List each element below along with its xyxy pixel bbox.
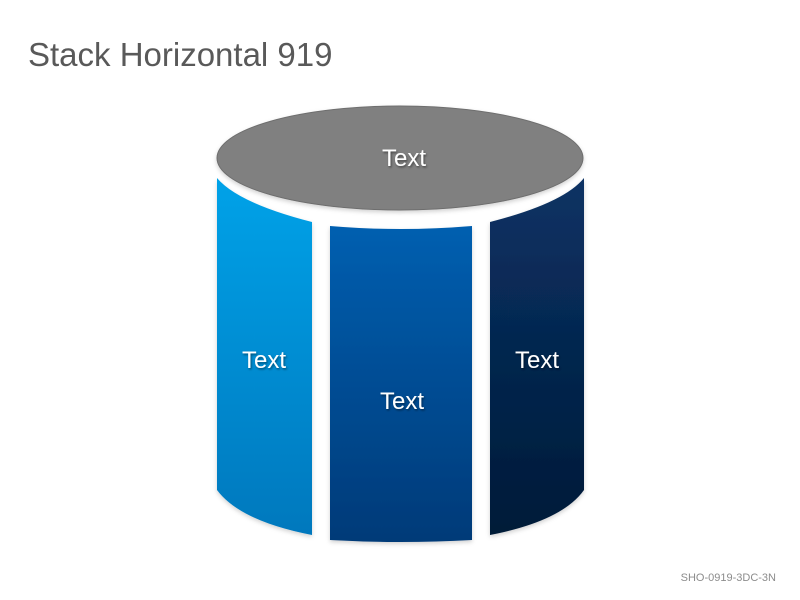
cylinder-lid-shape	[216, 105, 584, 211]
segment-left-label: Text	[242, 347, 286, 374]
segment-middle-shape	[330, 226, 472, 542]
cylinder-lid: Text	[216, 105, 584, 211]
segment-right: Text	[490, 178, 584, 535]
slide-title: Stack Horizontal 919	[28, 36, 333, 73]
footer-code: SHO-0919-3DC-3N	[680, 572, 776, 584]
segment-middle-label: Text	[380, 388, 424, 415]
segment-middle: Text	[330, 226, 472, 542]
segment-right-shape	[490, 178, 584, 535]
segment-right-label: Text	[515, 347, 559, 374]
segment-left-shape	[217, 178, 312, 535]
cylinder-lid-label: Text	[382, 145, 426, 172]
segment-left: Text	[217, 178, 312, 535]
